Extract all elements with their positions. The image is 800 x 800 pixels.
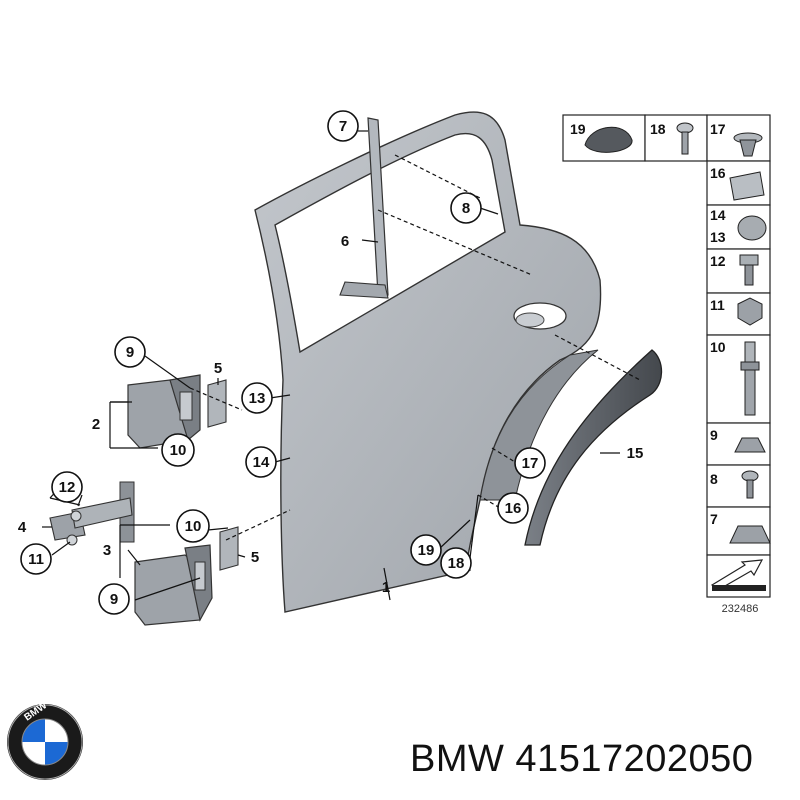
svg-text:3: 3 (103, 542, 111, 559)
svg-text:17: 17 (522, 455, 539, 472)
svg-text:10: 10 (185, 518, 202, 535)
callout-8: 8 (450, 192, 482, 224)
svg-text:9: 9 (110, 591, 118, 608)
svg-text:15: 15 (627, 445, 644, 462)
screw-icon (676, 122, 694, 155)
bolt-icon (739, 254, 759, 286)
rivet-icon (741, 470, 759, 499)
callout-19: 19 (410, 534, 442, 566)
callout-11: 11 (20, 543, 52, 575)
grommet-icon (734, 437, 766, 453)
cap-icon (737, 215, 767, 241)
svg-text:12: 12 (59, 479, 76, 496)
window-channel (339, 117, 389, 299)
svg-text:9: 9 (126, 344, 134, 361)
callout-6: 6 (341, 233, 349, 250)
callout-17: 17 (514, 447, 546, 479)
clip-nut-icon (729, 525, 771, 544)
callout-10-lower: 10 (176, 509, 210, 543)
callout-4: 4 (18, 519, 27, 536)
legend-label-19: 19 (570, 121, 586, 137)
legend-label-10: 10 (710, 339, 726, 355)
svg-text:8: 8 (462, 200, 470, 217)
parts-legend: 19 18 17 16 14 13 12 11 10 9 8 7 232486 (562, 114, 771, 615)
callout-14: 14 (245, 446, 277, 478)
reference-number: 232486 (722, 603, 759, 615)
callout-3: 3 (103, 542, 111, 559)
lower-hinge (134, 544, 213, 626)
callout-18: 18 (440, 547, 472, 579)
callout-12: 12 (51, 471, 83, 503)
callout-15: 15 (627, 445, 644, 462)
door-shell (254, 111, 602, 613)
stud-icon (740, 341, 760, 416)
callout-5-upper: 5 (214, 360, 222, 377)
svg-text:18: 18 (448, 555, 465, 572)
plug-icon (584, 126, 633, 153)
svg-text:16: 16 (505, 500, 522, 517)
callout-7: 7 (327, 110, 359, 142)
legend-label-14: 14 (710, 207, 726, 223)
svg-text:5: 5 (251, 549, 259, 566)
legend-label-12: 12 (710, 253, 726, 269)
svg-text:19: 19 (418, 542, 435, 559)
clip-icon (733, 132, 763, 157)
svg-text:13: 13 (249, 390, 266, 407)
legend-label-9: 9 (710, 427, 718, 443)
wheel-arch-trim (524, 349, 663, 546)
callout-2: 2 (92, 416, 100, 433)
callout-16: 16 (497, 492, 529, 524)
legend-label-18: 18 (650, 121, 666, 137)
nut-icon (737, 297, 763, 326)
svg-text:2: 2 (92, 416, 100, 433)
svg-text:11: 11 (28, 551, 44, 568)
legend-label-11: 11 (710, 297, 725, 313)
callout-5-lower: 5 (251, 549, 259, 566)
product-caption: BMW 41517202050 (410, 738, 754, 780)
arrow-symbol-icon (710, 559, 766, 591)
legend-label-13: 13 (710, 229, 726, 245)
upper-hinge (127, 374, 201, 449)
legend-label-16: 16 (710, 165, 726, 181)
callout-9-lower: 9 (98, 583, 130, 615)
callout-10-upper: 10 (161, 433, 195, 467)
hinge-shim-upper (207, 379, 227, 428)
callout-9-upper: 9 (114, 336, 146, 368)
svg-text:7: 7 (339, 118, 347, 135)
legend-label-8: 8 (710, 471, 718, 487)
svg-text:1: 1 (382, 579, 390, 596)
door-check (49, 481, 135, 546)
legend-label-17: 17 (710, 121, 726, 137)
bmw-logo: BMW (7, 702, 83, 780)
svg-text:14: 14 (253, 454, 270, 471)
svg-text:6: 6 (341, 233, 349, 250)
svg-text:10: 10 (170, 442, 187, 459)
callout-13: 13 (241, 382, 273, 414)
legend-label-7: 7 (710, 511, 718, 527)
callout-1: 1 (382, 579, 390, 596)
hinge-shim-lower (219, 526, 239, 571)
svg-text:4: 4 (18, 519, 27, 536)
svg-text:5: 5 (214, 360, 222, 377)
spring-nut-icon (729, 171, 765, 201)
